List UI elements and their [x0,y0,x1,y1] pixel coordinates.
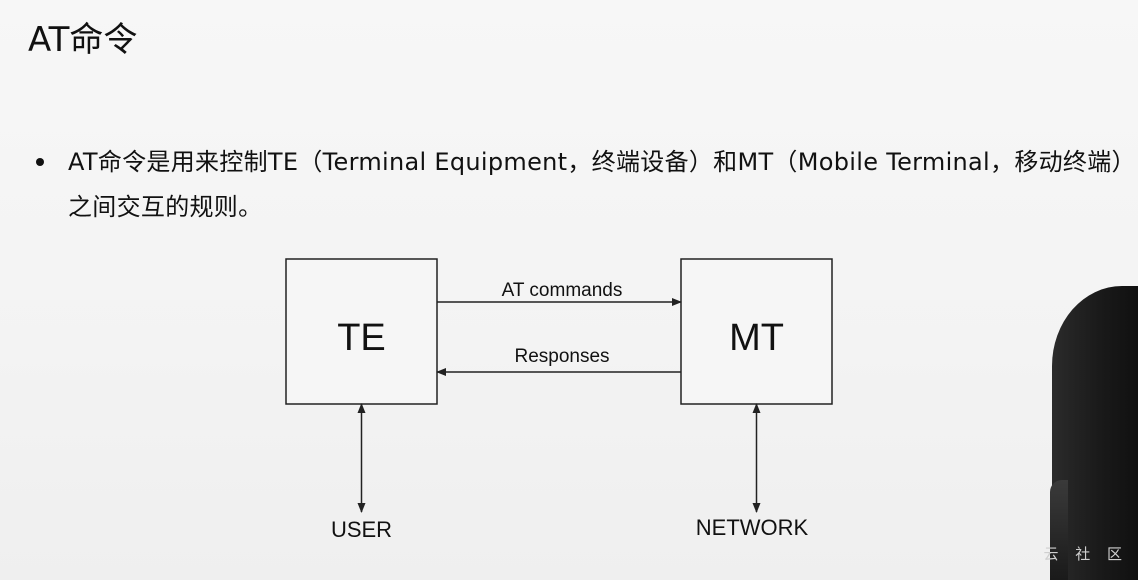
mt-box [680,258,833,405]
bullet-text: AT命令是用来控制TE（Terminal Equipment，终端设备）和MT（… [68,148,1136,221]
at-commands-label: AT commands [502,280,623,301]
watermark-text: 云 社 区 [1043,545,1128,563]
bullet-dot-icon [36,158,44,166]
presenter-arm [1050,480,1068,580]
user-label: USER [331,517,392,542]
mt-label: MT [729,317,784,359]
responses-label: Responses [514,346,609,367]
slide-title: AT命令 [28,20,138,60]
network-label: NETWORK [696,515,809,540]
te-label: TE [337,317,386,359]
